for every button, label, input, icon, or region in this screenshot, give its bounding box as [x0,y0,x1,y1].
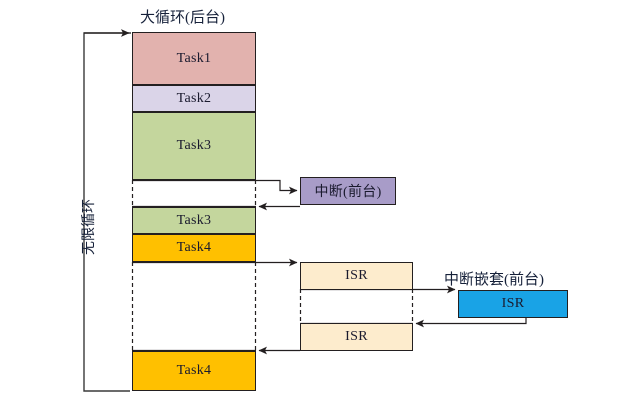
arrow-nested-return [415,317,527,328]
task-block-task1[interactable]: Task1 [132,32,256,85]
isr-block-top[interactable]: ISR [300,262,413,290]
label-infinite-loop: 无限循环 [82,199,97,255]
title-background-loop: 大循环(后台) [140,10,225,26]
title-nested-interrupt: 中断嵌套(前台) [444,272,544,288]
gap-guides-upper [131,179,257,208]
interrupt-block[interactable]: 中断(前台) [300,177,396,205]
task-block-task2[interactable]: Task2 [132,85,256,112]
isr-block-nested[interactable]: ISR [458,290,568,318]
task-block-task3-first[interactable]: Task3 [132,112,256,180]
task-block-task3-resume[interactable]: Task3 [132,207,256,234]
task-block-task4-resume[interactable]: Task4 [132,351,256,391]
isr-gap-guides [299,288,414,325]
isr-block-bottom[interactable]: ISR [300,323,413,351]
arrow-task3-to-interrupt [256,179,298,195]
task-block-task4-first[interactable]: Task4 [132,234,256,262]
infinite-loop-bracket [83,29,131,392]
gap-guides-lower [131,261,257,352]
